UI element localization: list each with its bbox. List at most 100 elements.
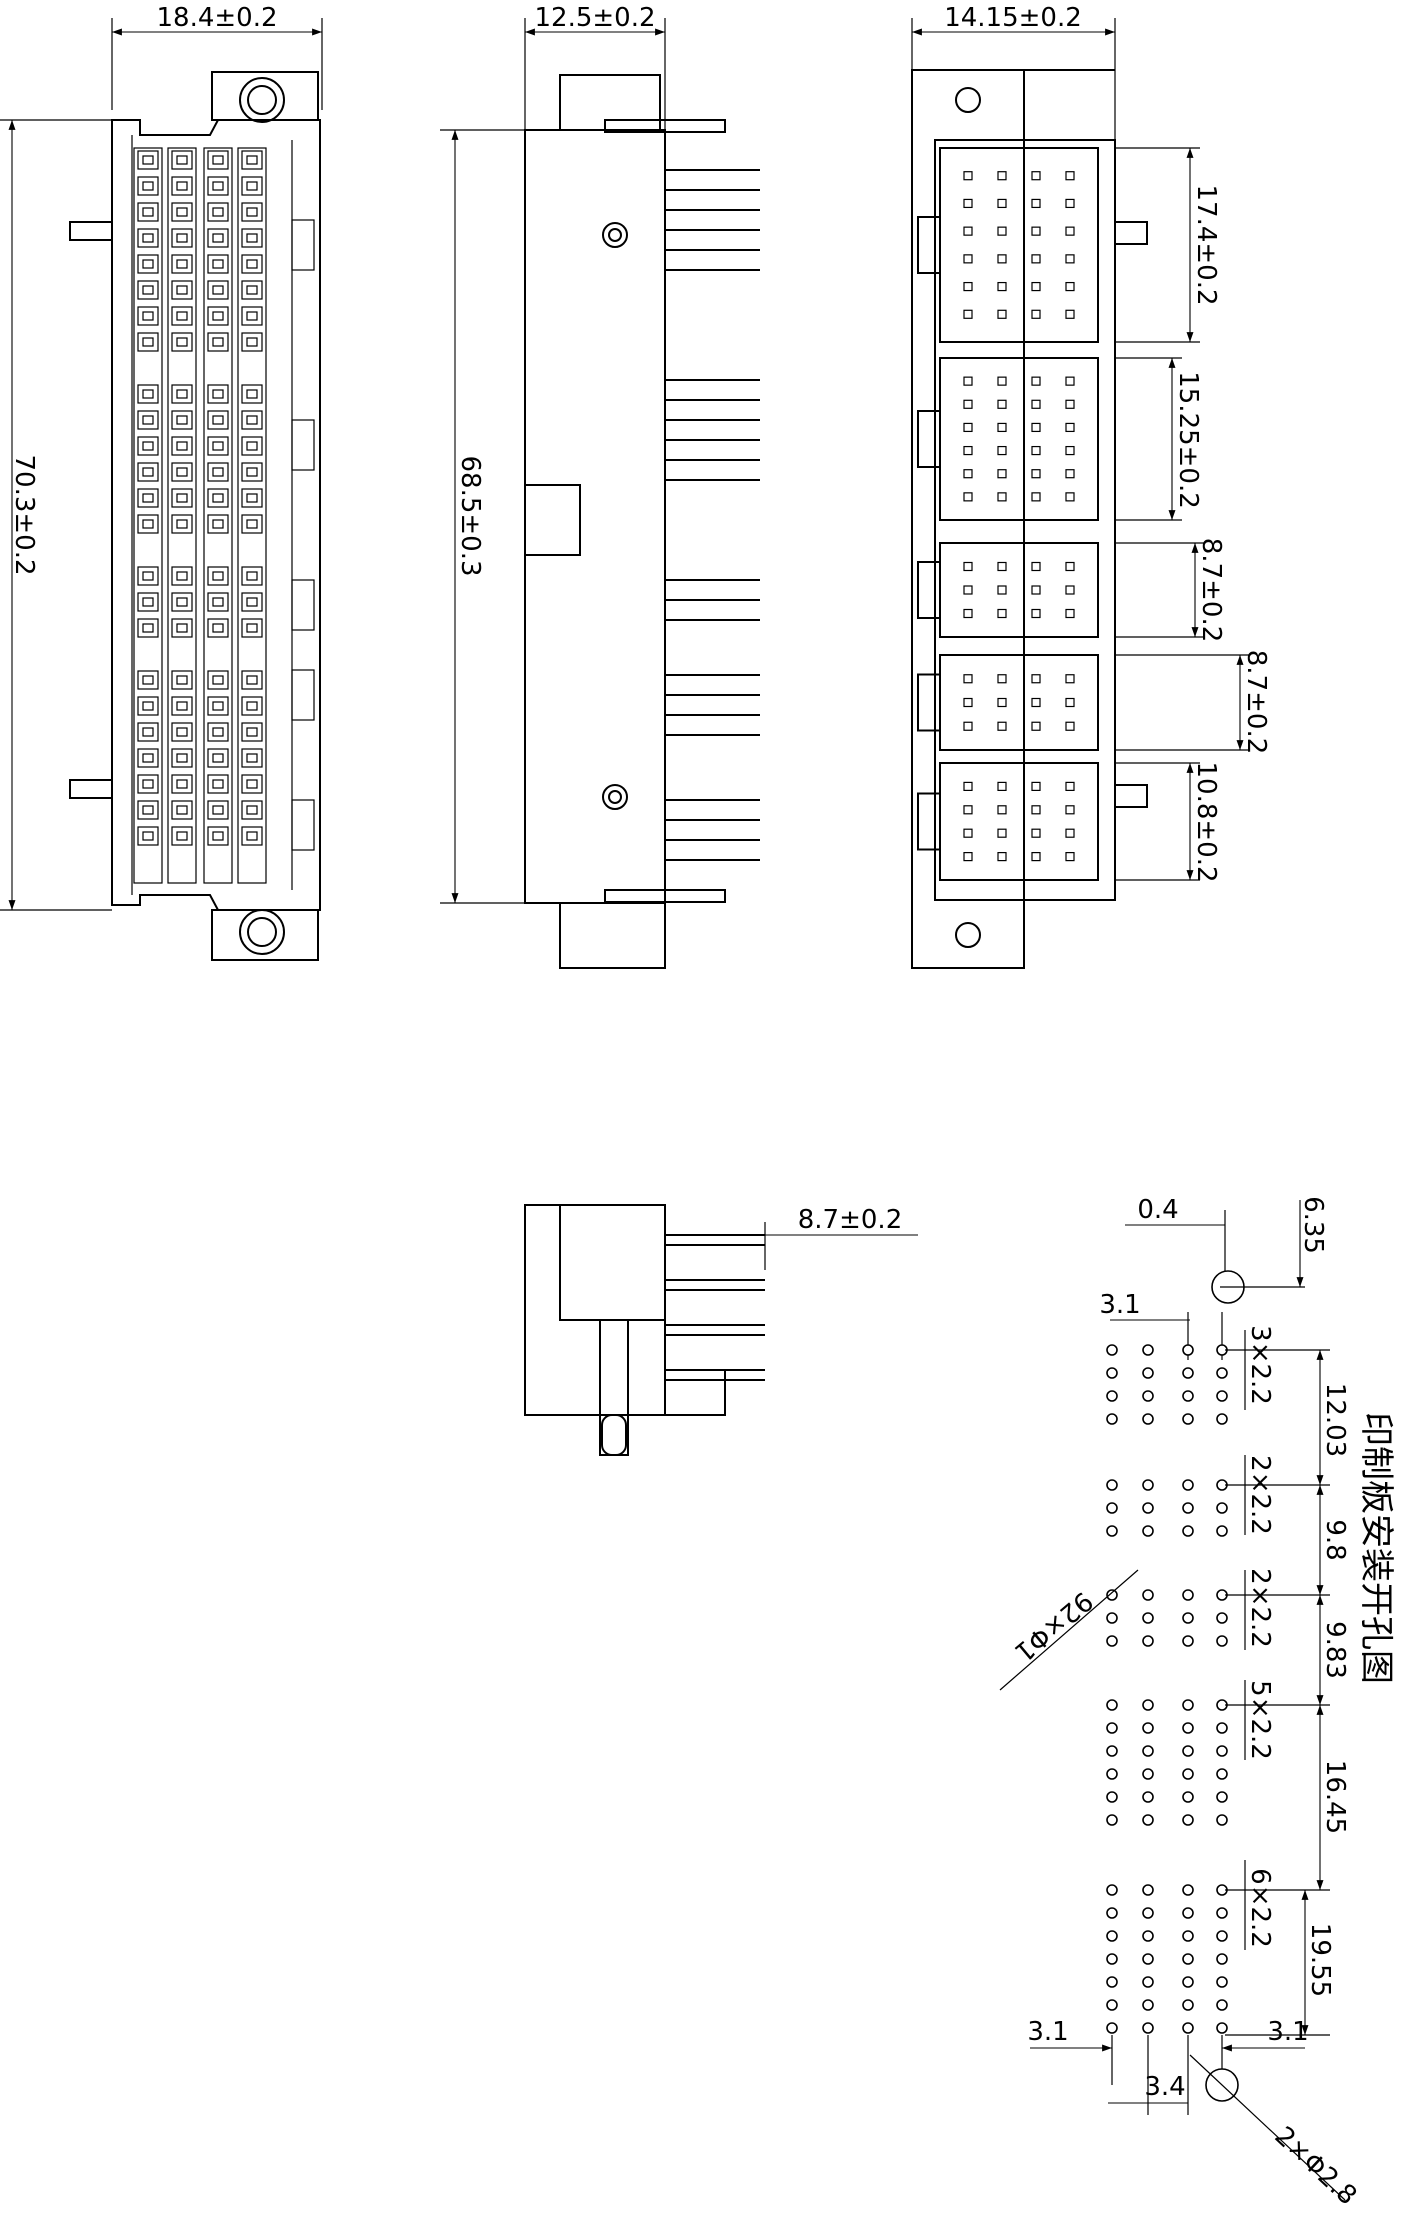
pcb-small-hole (1142, 2022, 1154, 2034)
front-contact-cell (137, 228, 159, 248)
front-contact-cell (241, 436, 263, 456)
front-contact-socket (176, 259, 188, 269)
rear-contact-dot (997, 697, 1007, 708)
rear-contact-dot (997, 445, 1007, 456)
front-contact-socket (176, 571, 188, 581)
front-contact-socket (142, 415, 154, 425)
front-contact-socket (246, 259, 258, 269)
pcb-small-hole (1142, 1344, 1154, 1356)
front-contact-socket (212, 623, 224, 633)
rear-contact-dot (997, 585, 1007, 595)
front-contact-socket (246, 337, 258, 347)
front-contact-socket (246, 805, 258, 815)
rear-contact-dot (1065, 399, 1075, 409)
pcb-small-hole (1106, 1413, 1118, 1425)
rear-contact-dot (1065, 585, 1075, 595)
front-contact-socket (142, 207, 154, 217)
front-contact-cell (241, 800, 263, 820)
front-contact-cell (171, 566, 193, 586)
front-contact-cell (207, 462, 229, 482)
front-contact-socket (142, 155, 154, 165)
pcb-small-hole (1142, 1768, 1154, 1780)
front-contact-cell (171, 488, 193, 508)
front-contact-socket (176, 181, 188, 191)
rear-contact-dot (963, 492, 973, 502)
front-contact-cell (171, 332, 193, 352)
rear-contact-dot (1065, 608, 1075, 619)
front-contact-socket (176, 233, 188, 243)
pcb-layout: 印制板安装开孔图 0.4 6.35 3.1 3×2.2 2×2.2 2×2.2 … (999, 1195, 1396, 2211)
rear-contact-dot (1065, 281, 1075, 292)
rear-contact-dot (1065, 697, 1075, 708)
pcb-small-hole (1106, 1791, 1118, 1803)
front-contact-cell (241, 696, 263, 716)
front-contact-cell (171, 462, 193, 482)
module-dim-5: 10.8±0.2 (1191, 761, 1221, 882)
front-contact-socket (212, 571, 224, 581)
front-contact-cell (171, 436, 193, 456)
front-contact-socket (142, 831, 154, 841)
rear-contact-dot (963, 309, 973, 319)
pcb-small-hole (1142, 1525, 1154, 1537)
detail-view: 8.7±0.2 (524, 1204, 918, 1456)
pcb-small-hole (1216, 1635, 1228, 1647)
front-contact-cell (171, 618, 193, 638)
rear-contact-dot (1065, 171, 1075, 181)
front-contact-socket (246, 467, 258, 477)
pcb-small-hole (1216, 1722, 1228, 1734)
pcb-small-hole (1216, 1525, 1228, 1537)
front-contact-cell (241, 150, 263, 170)
front-contact-cell (137, 410, 159, 430)
pcb-small-hole (1182, 1612, 1194, 1624)
front-contact-socket (142, 623, 154, 633)
pcb-small-hole (1106, 1612, 1118, 1624)
pcb-small-hole (1182, 1413, 1194, 1425)
front-contact-socket (212, 493, 224, 503)
pitch-group-1: 3×2.2 (1245, 1325, 1275, 1405)
front-contact-cell (207, 176, 229, 196)
front-contact-socket (142, 337, 154, 347)
rear-contact-dot (963, 281, 973, 292)
front-contact-cell (171, 410, 193, 430)
pcb-small-hole (1182, 1699, 1194, 1711)
front-contact-cell (137, 332, 159, 352)
rear-contact-dot (1031, 585, 1041, 595)
front-contact-socket (142, 805, 154, 815)
front-contact-socket (246, 753, 258, 763)
front-contact-cell (207, 410, 229, 430)
front-contact-cell (241, 254, 263, 274)
rear-contact-dot (1031, 254, 1041, 264)
rear-contact-dot (1031, 805, 1041, 815)
front-contact-socket (212, 779, 224, 789)
rear-contact-dot (1031, 721, 1041, 731)
front-contact-cell (241, 306, 263, 326)
pcb-small-hole (1182, 1479, 1194, 1491)
rear-module (939, 762, 1099, 881)
rear-contact-dot (997, 376, 1007, 386)
rear-contact-dot (997, 309, 1007, 319)
front-contact-socket (142, 675, 154, 685)
rear-contact-dot (997, 254, 1007, 264)
front-contact-socket (246, 675, 258, 685)
front-contact-cell (207, 254, 229, 274)
front-contact-cell (207, 800, 229, 820)
pcb-small-hole (1106, 1953, 1118, 1965)
front-contact-cell (207, 280, 229, 300)
pcb-small-hole (1106, 1525, 1118, 1537)
small-hole-label: 92×Φ1 (1008, 1585, 1098, 1667)
side-view: 12.5±0.2 68.5±0.3 (440, 3, 760, 969)
pitch-group-3: 2×2.2 (1245, 1568, 1275, 1648)
pcb-small-hole (1182, 1907, 1194, 1919)
pcb-small-hole (1106, 1390, 1118, 1402)
rear-module-latch (917, 410, 941, 468)
front-contact-socket (176, 155, 188, 165)
front-contact-socket (212, 181, 224, 191)
rear-contact-dot (997, 469, 1007, 479)
front-contact-cell (171, 306, 193, 326)
front-contact-socket (246, 233, 258, 243)
rear-contact-dot (997, 674, 1007, 684)
front-contact-socket (212, 753, 224, 763)
rear-contact-dot (997, 828, 1007, 838)
pitch-group-5: 6×2.2 (1245, 1868, 1275, 1948)
rear-contact-dot (1031, 492, 1041, 502)
